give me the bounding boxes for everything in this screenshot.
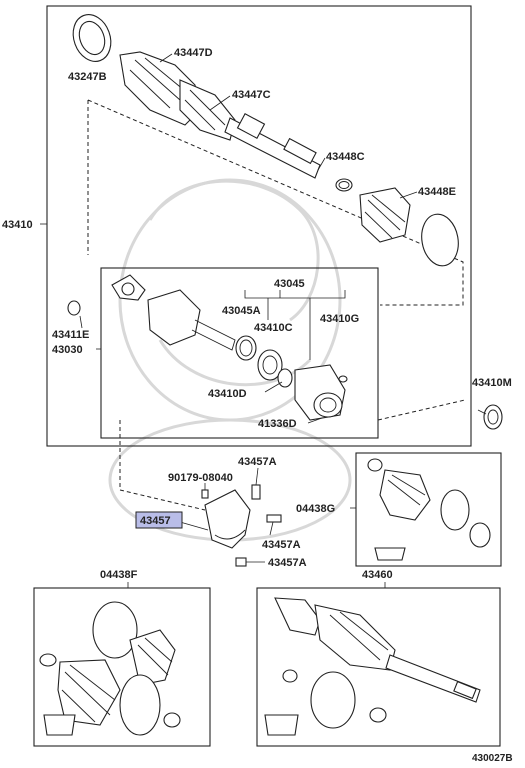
label-43045[interactable]: 43045 <box>274 278 305 290</box>
outer-boot-43447c <box>179 79 236 141</box>
label-43030[interactable]: 43030 <box>52 344 83 356</box>
spacer-43045a <box>235 335 257 361</box>
label-43247b[interactable]: 43247B <box>68 71 107 83</box>
leader-lines <box>79 53 487 563</box>
part-labels: 43447D 43247B 43447C 43448C 43448E 43410… <box>2 47 513 764</box>
bolt-43457a-bot <box>235 557 247 567</box>
snap-ring-43410d <box>277 368 293 388</box>
label-43410[interactable]: 43410 <box>2 219 33 231</box>
boot-clamp-43448c <box>335 178 353 192</box>
bolt-43457a-top <box>251 484 261 500</box>
boot-kit-04438f-parts <box>39 601 181 736</box>
label-04438f[interactable]: 04438F <box>100 569 138 581</box>
label-43447c[interactable]: 43447C <box>232 89 271 101</box>
label-43411e[interactable]: 43411E <box>52 329 89 341</box>
label-43457a-bot[interactable]: 43457A <box>268 557 307 569</box>
label-90179-08040[interactable]: 90179-08040 <box>168 472 233 484</box>
label-43410d[interactable]: 43410D <box>208 388 247 400</box>
drive-shaft <box>224 113 321 179</box>
label-43448c[interactable]: 43448C <box>326 151 365 163</box>
label-41336d[interactable]: 41336D <box>258 418 297 430</box>
bearing-43410c <box>257 349 283 381</box>
label-43410m[interactable]: 43410M <box>472 377 512 389</box>
guide-dash-lower <box>119 399 466 511</box>
outer-boot-clamp-43247b <box>72 14 112 62</box>
tripod-joint <box>111 274 146 301</box>
label-43457a-top[interactable]: 43457A <box>238 456 277 468</box>
label-43448e[interactable]: 43448E <box>418 186 456 198</box>
label-04438g[interactable]: 04438G <box>296 503 335 515</box>
shaft-43460-parts <box>264 597 481 736</box>
boot-kit-box-04438g <box>355 452 502 567</box>
inner-joint-housing <box>147 289 236 351</box>
bolt-43457a-mid <box>266 514 282 523</box>
bolt-90179 <box>201 489 209 499</box>
label-43447d[interactable]: 43447D <box>174 47 213 59</box>
snap-ring-43411e <box>67 300 81 316</box>
inner-boot-43448e <box>359 187 459 267</box>
guide-dash-upper <box>87 99 464 306</box>
label-43410g[interactable]: 43410G <box>320 313 359 325</box>
shaft-box-43460 <box>256 587 501 747</box>
inner-box-43030 <box>100 267 379 439</box>
watermark-emblem <box>108 178 352 542</box>
label-43045a[interactable]: 43045A <box>222 305 261 317</box>
highlight-43457 <box>135 511 183 529</box>
assembly-box-43410 <box>46 5 472 447</box>
seal-43410m <box>483 404 503 430</box>
label-43460[interactable]: 43460 <box>362 569 393 581</box>
boot-kit-box-04438f <box>33 587 211 747</box>
cover-43457 <box>204 489 251 549</box>
boot-kit-04438g-parts <box>367 458 491 561</box>
diagram-footer-code: 430027B <box>472 753 513 764</box>
clip-43410g <box>338 375 348 383</box>
label-43410c[interactable]: 43410C <box>254 322 293 334</box>
label-43457[interactable]: 43457 <box>140 515 171 527</box>
bearing-bracket-41336d <box>294 364 346 421</box>
label-43457a-mid[interactable]: 43457A <box>262 539 301 551</box>
